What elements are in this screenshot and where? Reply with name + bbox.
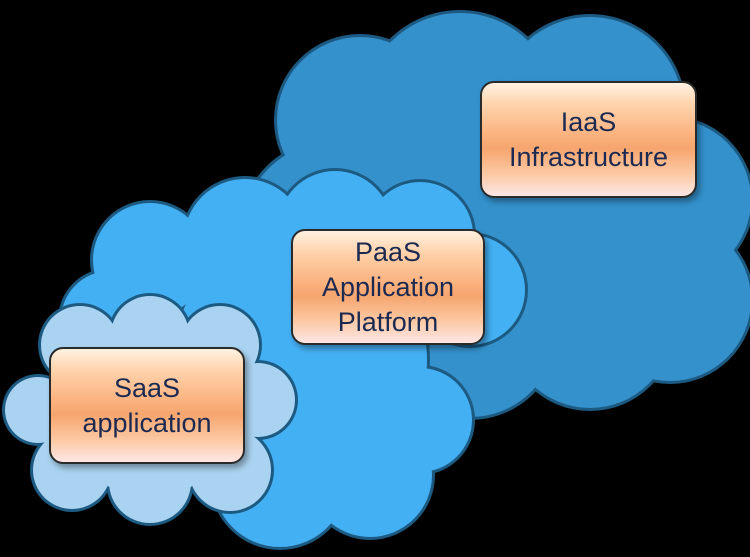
- paas-subtitle-line2: Platform: [337, 306, 439, 337]
- paas-subtitle-line1: Application: [321, 271, 455, 302]
- saas-box: SaaS application: [49, 347, 245, 464]
- iaas-subtitle: Infrastructure: [508, 141, 669, 172]
- paas-box: PaaS Application Platform: [291, 229, 485, 345]
- paas-title: PaaS: [354, 236, 422, 267]
- iaas-box: IaaS Infrastructure: [480, 81, 697, 198]
- saas-subtitle: application: [82, 407, 212, 438]
- iaas-title: IaaS: [560, 106, 617, 137]
- saas-title: SaaS: [113, 372, 181, 403]
